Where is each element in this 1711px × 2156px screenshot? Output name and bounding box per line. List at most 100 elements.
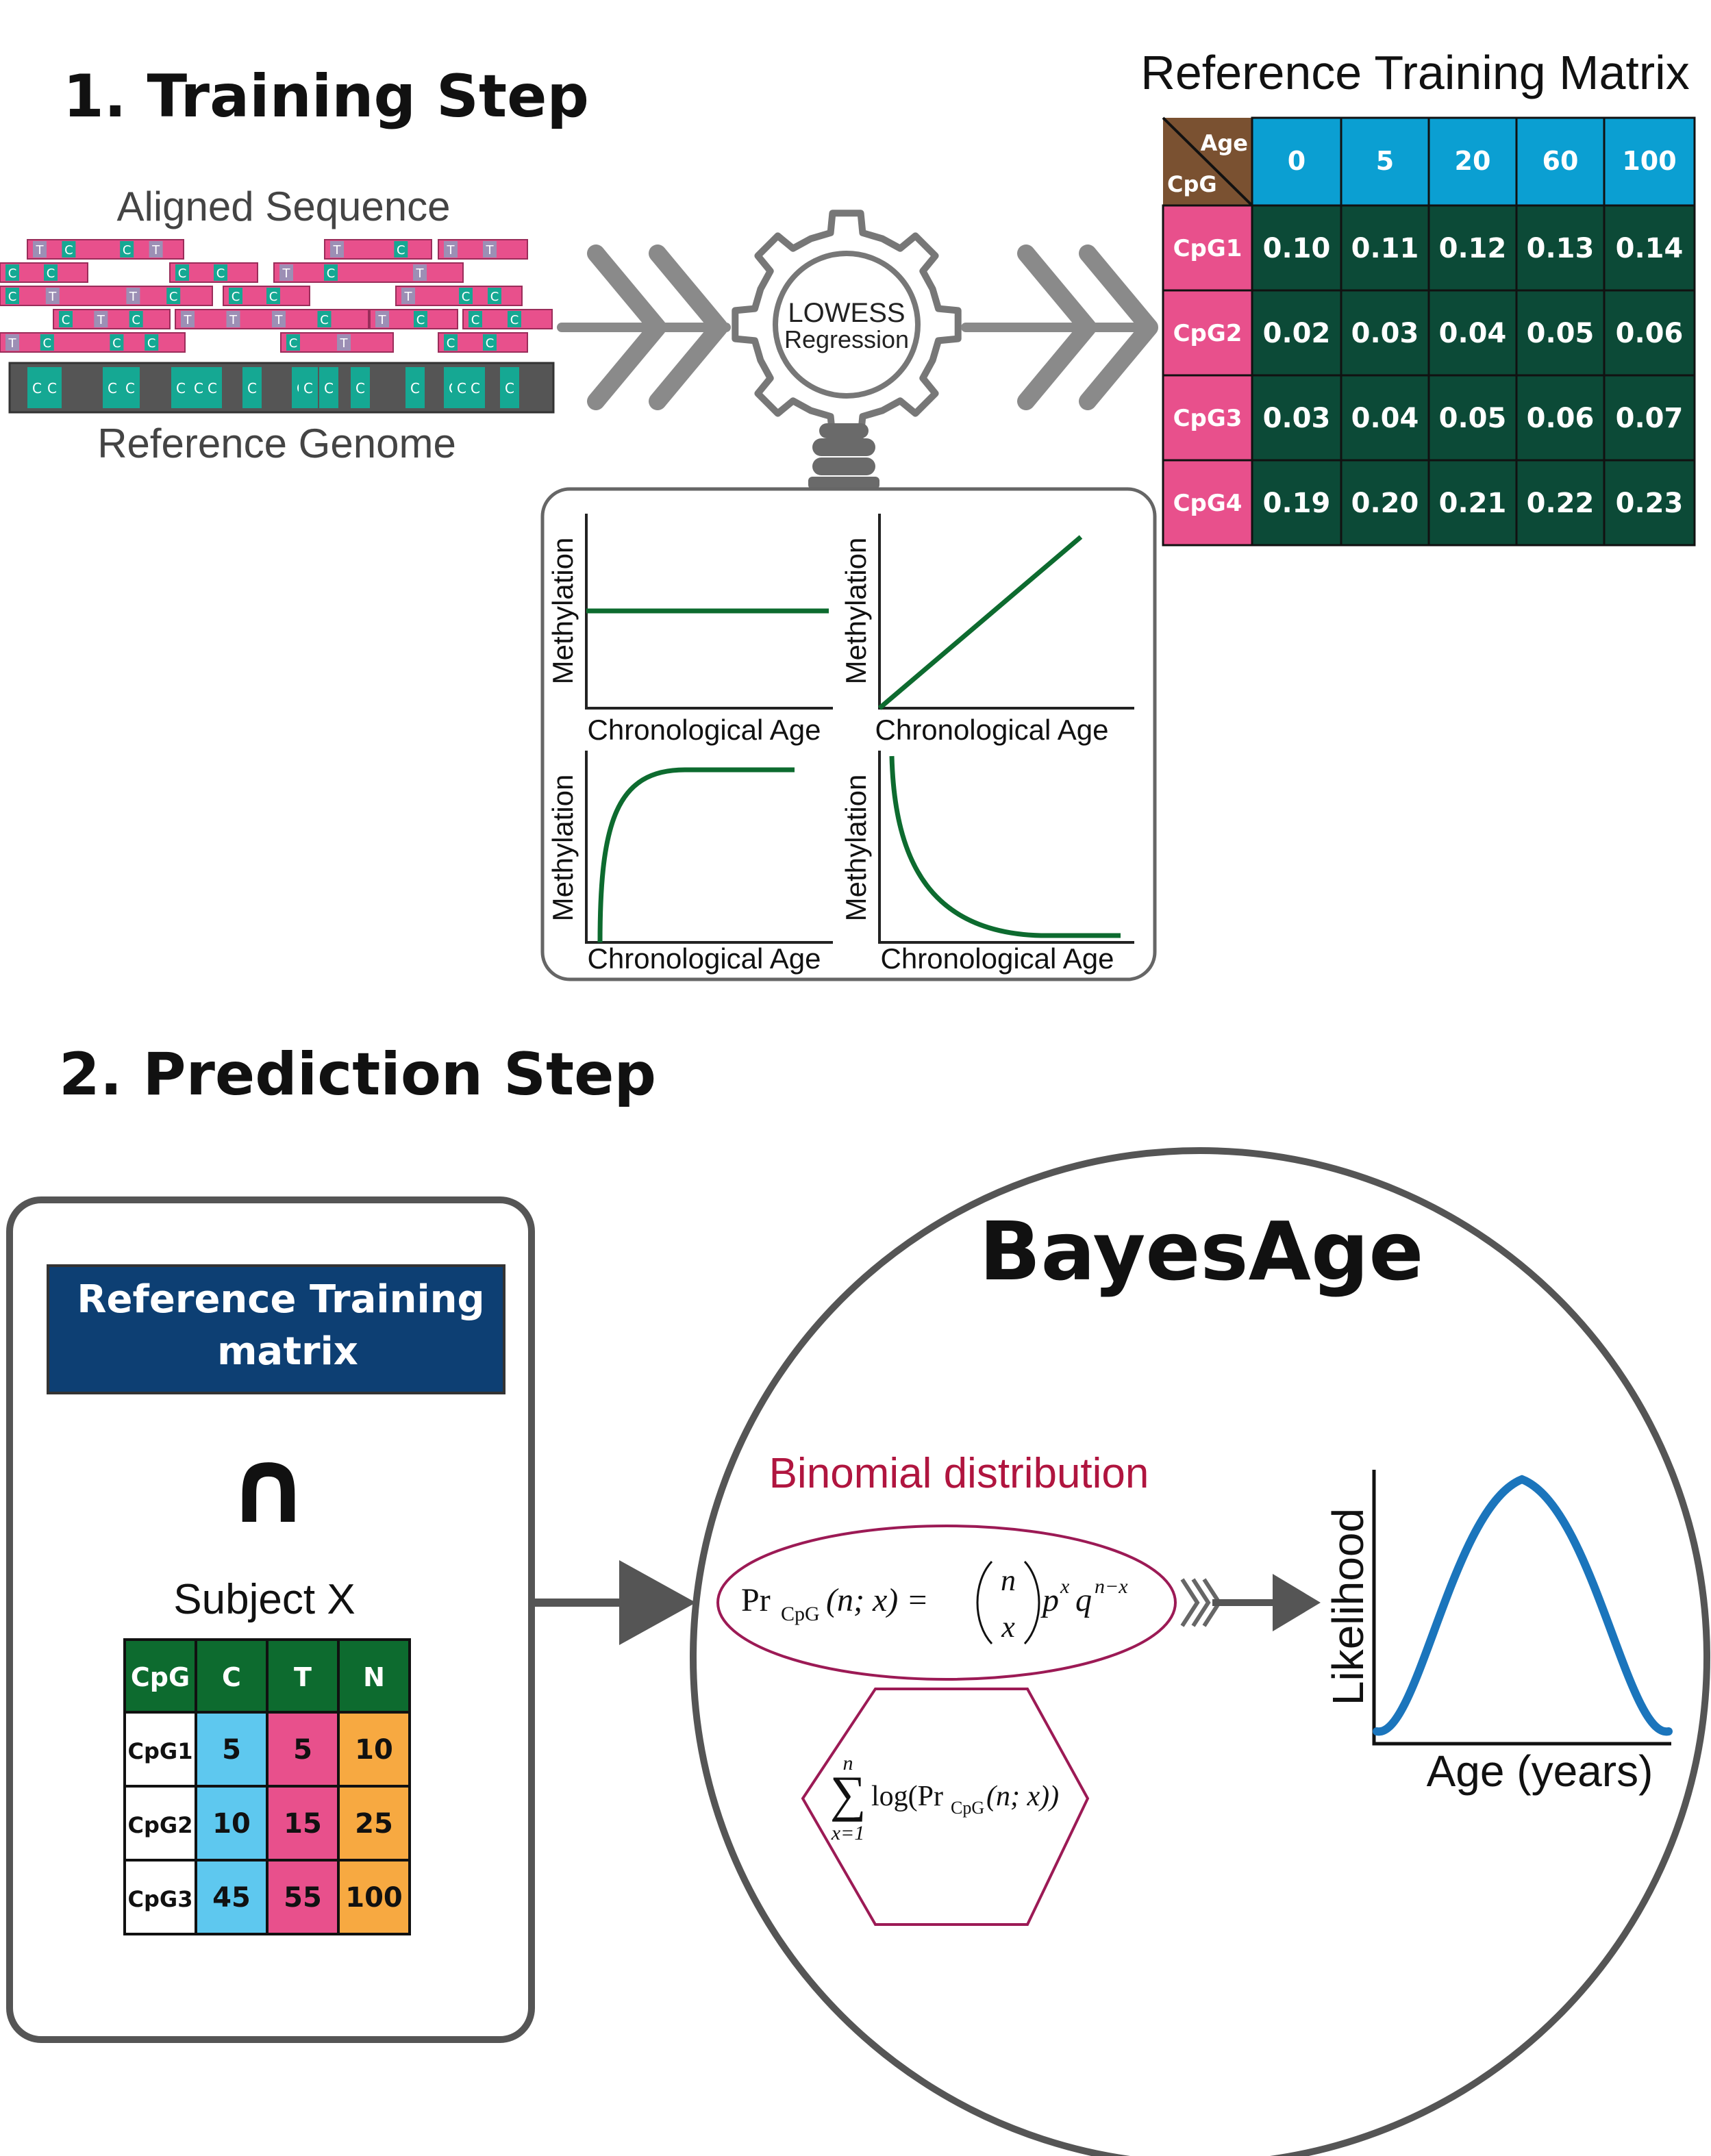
subject-cell [123,1785,197,1862]
matrix-corner-age: Age [1201,130,1248,156]
aligned-sequence-label: Aligned Sequence [116,184,450,229]
genome-cpg-letter: C [208,380,217,397]
read-base-letter: T [447,243,455,258]
reference-matrix-box-line1: Reference Training [77,1277,484,1322]
read-base [229,288,242,304]
matrix-cpg-label: CpG2 [1173,320,1242,347]
subject-value: CpG3 [128,1886,193,1912]
read-base-letter: T [229,313,238,327]
arrow-to-bayesage [534,1560,696,1645]
plot-decaying-ylabel: Methylation [840,775,872,922]
matrix-age-header: 5 [1376,146,1394,176]
read-base [324,264,338,281]
plot-linear: Chronological Age Methylation [840,514,1134,746]
genome-cpg-letter: C [247,380,257,397]
matrix-value-cell [1515,204,1606,292]
subject-label: Subject X [173,1576,355,1623]
read-segment [0,286,213,306]
formula-pr: Pr [741,1582,771,1618]
read-base [272,311,286,327]
matrix-value-cell [1340,459,1430,547]
read-base-letter: C [397,243,405,258]
matrix-value: 0.04 [1439,318,1507,349]
subject-cell [266,1859,340,1935]
matrix-value: 0.21 [1439,488,1507,519]
binomial-formula: Pr CpG (n; x) = n x p x q n−x [741,1560,1128,1645]
read-base [413,264,427,281]
read-base [317,311,332,327]
arrow-to-likelihood [1180,1574,1321,1631]
read-base [94,311,108,327]
matrix-value: 0.23 [1616,488,1684,519]
matrix-age-header: 60 [1543,146,1579,176]
read-base [181,311,195,327]
read-base [330,241,344,258]
matrix-cpg-label: CpG3 [1173,405,1242,432]
intersection-symbol: ∩ [227,1427,310,1546]
read-base [469,311,482,327]
genome-cpg-marker [319,367,338,408]
matrix-value: 0.12 [1439,233,1507,264]
genome-cpg-letter: C [303,380,313,397]
read-base-letter: C [169,290,178,304]
genome-cpg-letter: C [47,380,57,397]
read-base [444,241,458,258]
summation-formula: n ∑ x=1 log(Pr CpG (n; x)) [830,1752,1059,1844]
read-base-letter: T [378,313,387,327]
matrix-value: 0.06 [1527,403,1595,434]
genome-cpg-marker [351,367,370,408]
arrow-to-gear [557,245,731,410]
read-base-letter: T [48,290,57,304]
read-base-letter: C [123,243,132,258]
read-base-letter: T [275,313,284,327]
read-base-letter: C [147,336,156,351]
matrix-value-cell [1427,289,1518,377]
read-base [444,334,458,351]
matrix-value: 0.03 [1263,403,1331,434]
prediction-heading: 2. Prediction Step [59,1040,656,1109]
subject-cell [337,1859,411,1935]
matrix-value: 0.13 [1527,233,1595,264]
read-base-letter: C [490,290,499,304]
formula-q: q [1075,1582,1092,1618]
subject-header: CpG [131,1662,190,1692]
genome-cpg-letter: C [108,380,117,397]
read-base-letter: C [327,266,336,281]
genome-cpg-marker [121,367,140,408]
read-base [5,288,19,304]
genome-cpg-marker [299,367,318,408]
read-base-letter: T [151,243,160,258]
matrix-cpg-label: CpG1 [1173,235,1242,262]
subject-value: 10 [355,1734,393,1766]
matrix-value-cell [1603,289,1696,377]
matrix-value-cell [1515,289,1606,377]
read-base [483,334,497,351]
matrix-corner-cpg: CpG [1167,171,1217,197]
matrix-value: 0.06 [1616,318,1684,349]
read-base-letter: T [184,313,192,327]
formula-p: p [1040,1582,1059,1618]
read-base [62,241,76,258]
formula-binom-n: n [1001,1564,1016,1597]
read-base-letter: C [112,336,121,351]
subject-value: 5 [222,1734,241,1766]
read-base-letter: T [36,243,45,258]
plot-flat-ylabel: Methylation [547,538,579,685]
read-base-letter: C [510,313,519,327]
matrix-value-cell [1251,459,1342,547]
matrix-value: 0.07 [1616,403,1684,434]
genome-cpg-marker [405,367,425,408]
matrix-cpg-cell [1162,459,1253,547]
sum-body-end: (n; x)) [986,1781,1059,1812]
binomial-formula-ellipse [716,1525,1177,1681]
subject-value: CpG2 [128,1812,193,1838]
read-base-letter: C [178,266,187,281]
read-base-letter: C [289,336,298,351]
plot-flat-xlabel: Chronological Age [588,714,821,746]
gear-label-lowess: LOWESS [788,298,905,328]
plot-decaying: Chronological Age Methylation [840,751,1134,975]
plot-saturating-xlabel: Chronological Age [588,942,821,975]
likelihood-curve [1373,1475,1673,1736]
